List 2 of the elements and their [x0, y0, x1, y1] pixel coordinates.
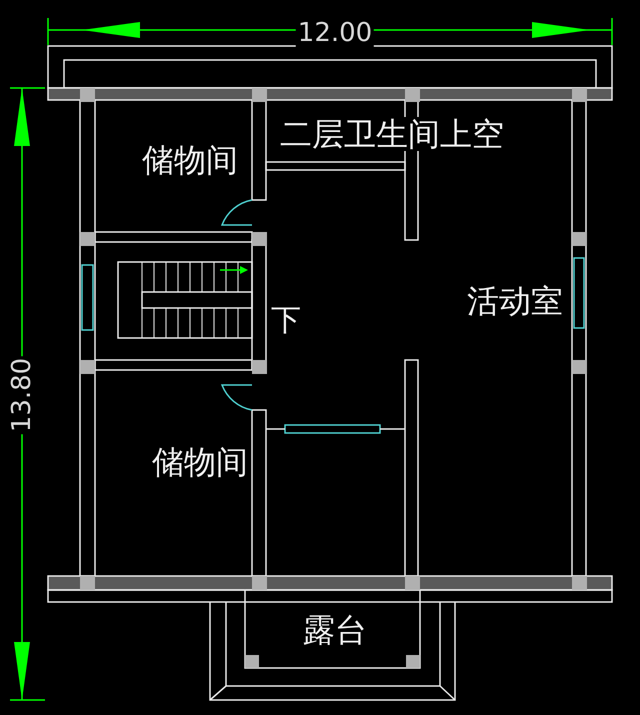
stair-direction-label: 下: [269, 305, 303, 337]
dimension-text: 12.00: [296, 19, 374, 47]
